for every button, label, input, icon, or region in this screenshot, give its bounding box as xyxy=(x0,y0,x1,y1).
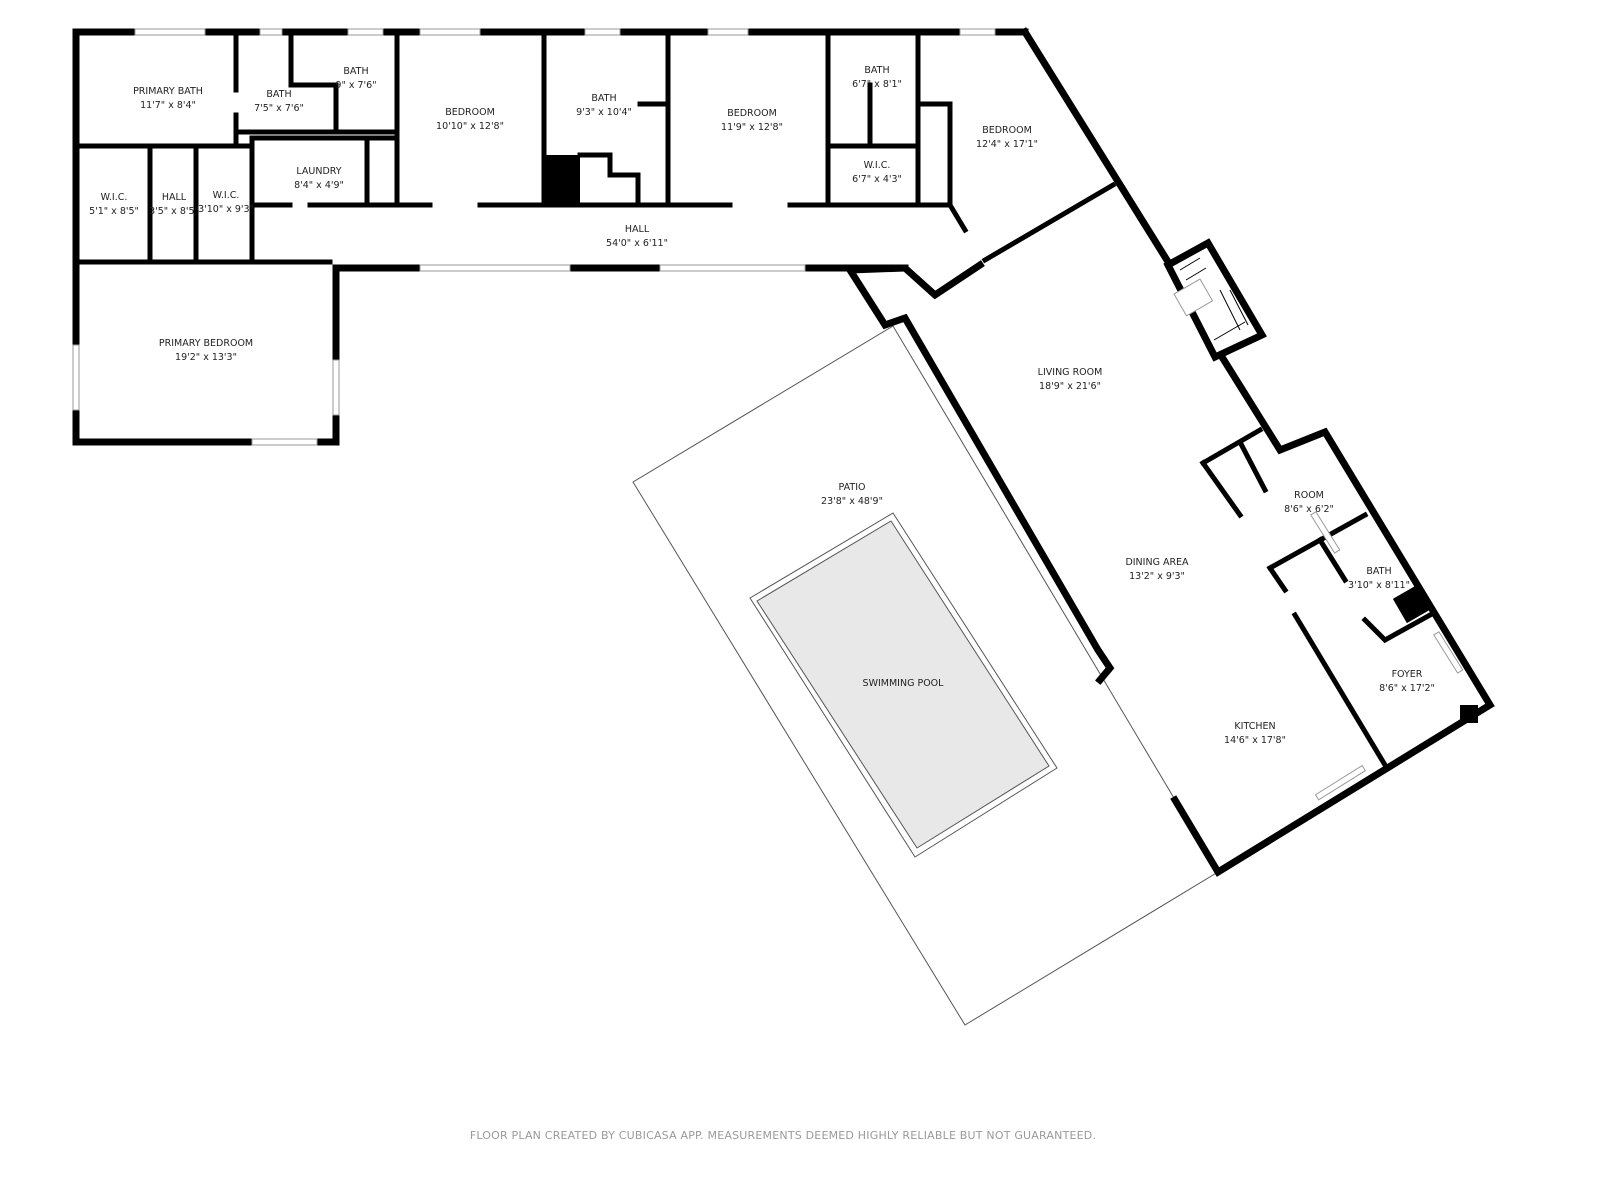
walls xyxy=(72,27,1495,877)
room-label-bedroom-1: BEDROOM 10'10" x 12'8" xyxy=(436,106,504,134)
room-name: BEDROOM xyxy=(727,108,777,119)
room-name: LIVING ROOM xyxy=(1037,367,1103,378)
room-name: LAUNDRY xyxy=(296,166,342,177)
room-size: 12'4" x 17'1" xyxy=(976,139,1038,150)
room-size: 18'9" x 21'6" xyxy=(1039,381,1101,392)
room-name: BATH xyxy=(864,65,890,76)
room-label-foyer: FOYER 8'6" x 17'2" xyxy=(1379,668,1435,696)
room-label-hall-1: HALL 3'5" x 8'5" xyxy=(149,191,199,219)
room-size: 8'6" x 6'2" xyxy=(1284,504,1334,515)
room-name: PATIO xyxy=(838,482,866,493)
room-label-bedroom-2: BEDROOM 11'9" x 12'8" xyxy=(721,107,783,135)
footer-disclaimer: FLOOR PLAN CREATED BY CUBICASA APP. MEAS… xyxy=(469,1129,1097,1142)
room-name: BEDROOM xyxy=(445,107,495,118)
room-label-bath-4: BATH 6'7" x 8'1" xyxy=(852,64,902,92)
room-name: PRIMARY BATH xyxy=(133,86,203,97)
room-size: 6'7" x 4'3" xyxy=(852,174,902,185)
room-name: PRIMARY BEDROOM xyxy=(158,338,254,349)
room-size: 9" x 7'6" xyxy=(335,80,377,91)
room-name: W.I.C. xyxy=(863,160,891,171)
room-label-room: ROOM 8'6" x 6'2" xyxy=(1284,489,1334,517)
room-name: SWIMMING POOL xyxy=(862,678,944,689)
room-size: 3'10" x 9'3" xyxy=(198,204,254,215)
room-label-swimming-pool: SWIMMING POOL xyxy=(863,677,944,691)
room-label-bath-2: BATH 9" x 7'6" xyxy=(335,65,376,93)
room-name: DINING AREA xyxy=(1125,557,1189,568)
room-name: W.I.C. xyxy=(212,190,240,201)
room-size: 11'7" x 8'4" xyxy=(140,100,196,111)
room-name: BATH xyxy=(343,66,369,77)
room-label-wic-3: W.I.C. 6'7" x 4'3" xyxy=(852,159,902,187)
room-label-laundry: LAUNDRY 8'4" x 4'9" xyxy=(294,165,344,193)
room-name: HALL xyxy=(624,224,650,235)
room-size: 9'3" x 10'4" xyxy=(576,107,632,118)
room-label-dining-area: DINING AREA 13'2" x 9'3" xyxy=(1125,556,1188,584)
room-size: 7'5" x 7'6" xyxy=(254,103,304,114)
room-name: BATH xyxy=(266,89,292,100)
room-label-bath-3: BATH 9'3" x 10'4" xyxy=(576,92,632,120)
room-size: 6'7" x 8'1" xyxy=(852,79,902,90)
room-size: 13'2" x 9'3" xyxy=(1129,571,1185,582)
room-label-kitchen: KITCHEN 14'6" x 17'8" xyxy=(1224,720,1286,748)
room-label-hall-2: HALL 54'0" x 6'11" xyxy=(606,223,668,251)
room-name: BATH xyxy=(591,93,617,104)
room-name: KITCHEN xyxy=(1234,721,1276,732)
room-name: FOYER xyxy=(1391,669,1423,680)
room-label-primary-bedroom: PRIMARY BEDROOM 19'2" x 13'3" xyxy=(159,337,253,365)
room-label-bedroom-3: BEDROOM 12'4" x 17'1" xyxy=(976,124,1038,152)
fireplace xyxy=(1163,238,1267,362)
room-size: 3'10" x 8'11" xyxy=(1348,580,1410,591)
room-name: W.I.C. xyxy=(100,192,128,203)
room-label-bath-1: BATH 7'5" x 7'6" xyxy=(254,88,304,116)
room-name: BATH xyxy=(1366,566,1392,577)
room-size: 11'9" x 12'8" xyxy=(721,122,783,133)
room-label-wic-1: W.I.C. 5'1" x 8'5" xyxy=(89,191,139,219)
room-size: 19'2" x 13'3" xyxy=(175,352,237,363)
windows xyxy=(72,28,1464,801)
room-label-bath-5: BATH 3'10" x 8'11" xyxy=(1348,565,1410,593)
room-size: 5'1" x 8'5" xyxy=(89,206,139,217)
room-label-patio: PATIO 23'8" x 48'9" xyxy=(821,481,883,509)
room-label-wic-2: W.I.C. 3'10" x 9'3" xyxy=(198,189,254,217)
room-name: BEDROOM xyxy=(982,125,1032,136)
room-size: 23'8" x 48'9" xyxy=(821,496,883,507)
room-size: 14'6" x 17'8" xyxy=(1224,735,1286,746)
room-size: 10'10" x 12'8" xyxy=(436,121,504,132)
room-name: HALL xyxy=(161,192,187,203)
room-label-living-room: LIVING ROOM 18'9" x 21'6" xyxy=(1038,366,1103,394)
room-size: 8'4" x 4'9" xyxy=(294,180,344,191)
room-label-primary-bath: PRIMARY BATH 11'7" x 8'4" xyxy=(133,85,203,113)
room-size: 3'5" x 8'5" xyxy=(149,206,199,217)
room-size: 54'0" x 6'11" xyxy=(606,238,668,249)
swimming-pool-water xyxy=(756,520,1050,849)
room-size: 8'6" x 17'2" xyxy=(1379,683,1435,694)
room-name: ROOM xyxy=(1294,490,1324,501)
